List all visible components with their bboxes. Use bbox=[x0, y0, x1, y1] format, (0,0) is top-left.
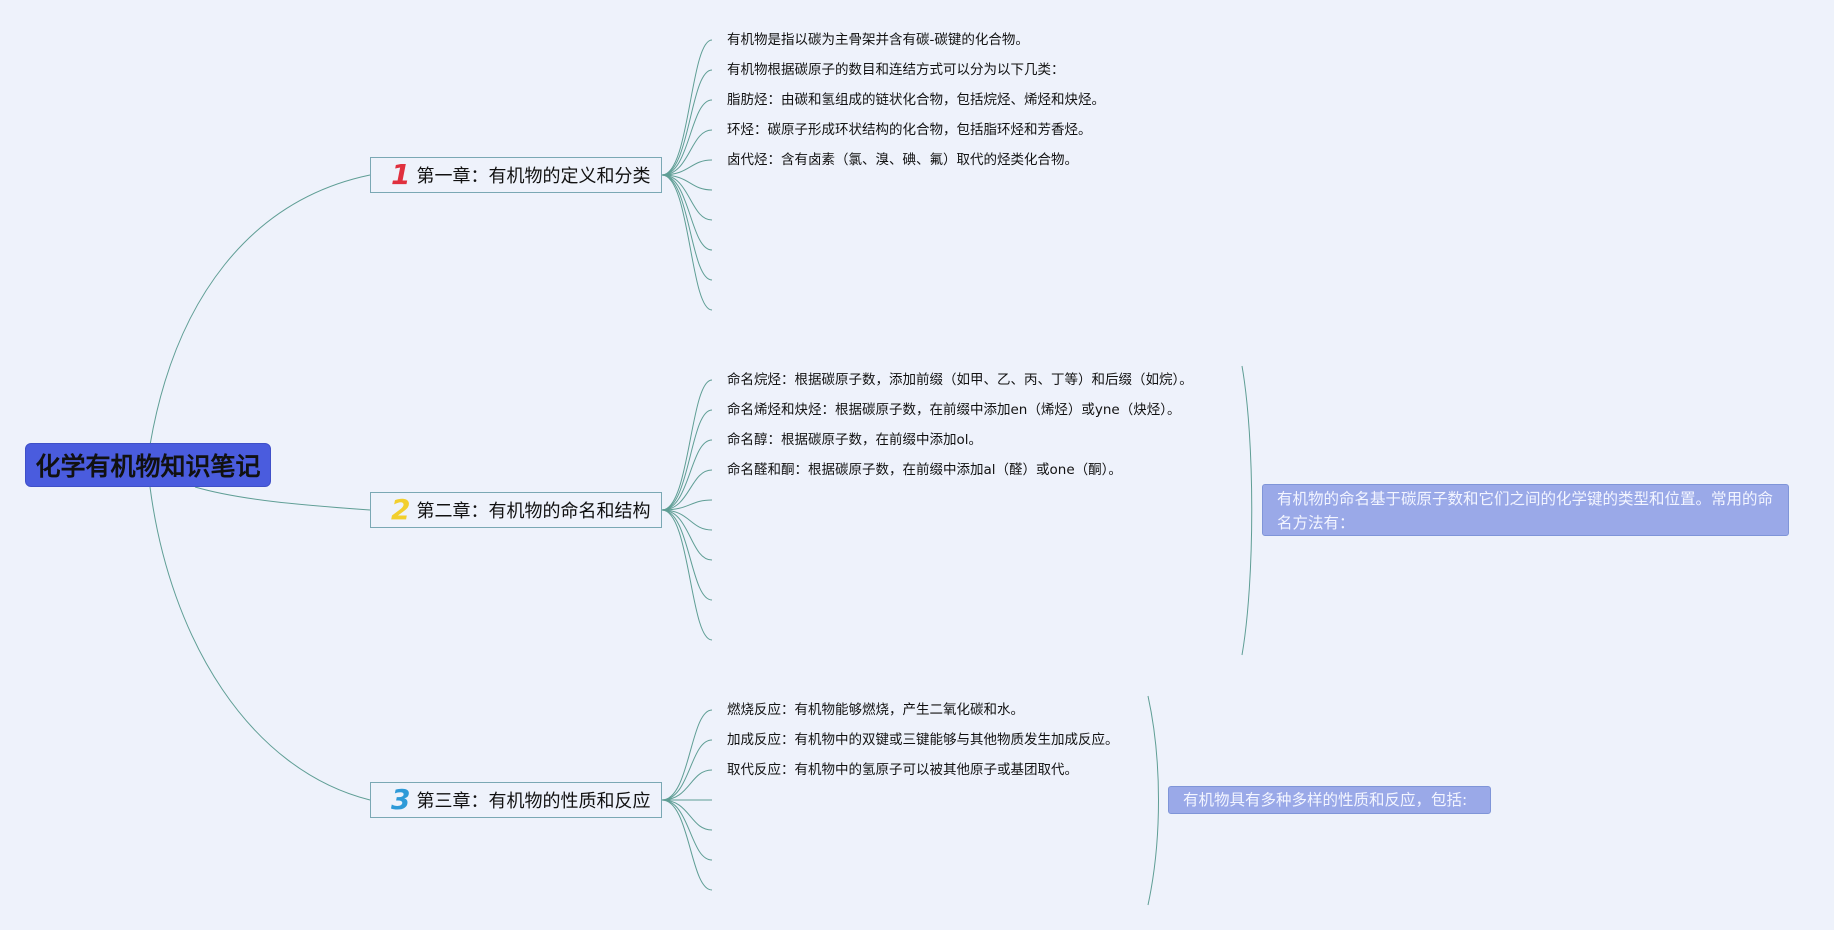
link-root-ch1 bbox=[149, 174, 371, 446]
summary-brace-ch3 bbox=[1147, 695, 1159, 906]
list-item[interactable]: 加成反应：有机物中的双键或三键能够与其他物质发生加成反应。 bbox=[727, 732, 1119, 748]
summary-text: 有机物的命名基于碳原子数和它们之间的化学键的类型和位置。常用的命名方法有： bbox=[1277, 490, 1774, 532]
link-root-ch2 bbox=[194, 486, 371, 511]
list-item[interactable]: 命名烯烃和炔烃：根据碳原子数，在前缀中添加en（烯烃）或yne（炔烃）。 bbox=[727, 402, 1181, 418]
summary-brace-ch2 bbox=[1241, 365, 1253, 656]
chapter-3-node[interactable]: 3 第三章：有机物的性质和反应 bbox=[370, 782, 662, 818]
list-item[interactable]: 命名烷烃：根据碳原子数，添加前缀（如甲、乙、丙、丁等）和后缀（如烷）。 bbox=[727, 372, 1193, 388]
list-item[interactable]: 有机物是指以碳为主骨架并含有碳-碳键的化合物。 bbox=[727, 32, 1029, 48]
chapter-title: 第三章：有机物的性质和反应 bbox=[416, 791, 651, 812]
root-title: 化学有机物知识笔记 bbox=[35, 452, 261, 481]
list-item[interactable]: 有机物根据碳原子的数目和连结方式可以分为以下几类： bbox=[727, 62, 1065, 78]
list-item[interactable]: 命名醇：根据碳原子数，在前缀中添加ol。 bbox=[727, 432, 983, 448]
summary-text: 有机物具有多种多样的性质和反应，包括: bbox=[1183, 791, 1468, 809]
link-root-ch3 bbox=[149, 486, 371, 801]
chapter-number: 1 bbox=[391, 158, 411, 191]
chapter-title: 第二章：有机物的命名和结构 bbox=[416, 501, 651, 522]
list-item[interactable]: 环烃：碳原子形成环状结构的化合物，包括脂环烃和芳香烃。 bbox=[727, 122, 1092, 138]
list-item[interactable]: 燃烧反应：有机物能够燃烧，产生二氧化碳和水。 bbox=[727, 702, 1024, 718]
links-ch3 bbox=[661, 709, 713, 891]
chapter-1-node[interactable]: 1 第一章：有机物的定义和分类 bbox=[370, 157, 662, 193]
chapter-number: 2 bbox=[391, 493, 411, 526]
list-item[interactable]: 卤代烃：含有卤素（氯、溴、碘、氟）取代的烃类化合物。 bbox=[727, 152, 1078, 168]
chapter-number: 3 bbox=[391, 783, 411, 816]
links-ch2 bbox=[661, 379, 713, 641]
summary-ch3[interactable]: 有机物具有多种多样的性质和反应，包括: bbox=[1168, 786, 1491, 814]
summary-ch2[interactable]: 有机物的命名基于碳原子数和它们之间的化学键的类型和位置。常用的命名方法有： bbox=[1262, 484, 1789, 536]
links-ch1 bbox=[661, 39, 713, 311]
chapter-title: 第一章：有机物的定义和分类 bbox=[416, 166, 651, 187]
list-item[interactable]: 命名醛和酮：根据碳原子数，在前缀中添加al（醛）或one（酮）。 bbox=[727, 462, 1122, 478]
list-item[interactable]: 脂肪烃：由碳和氢组成的链状化合物，包括烷烃、烯烃和炔烃。 bbox=[727, 92, 1105, 108]
root-topic[interactable]: 化学有机物知识笔记 bbox=[25, 443, 271, 487]
chapter-2-node[interactable]: 2 第二章：有机物的命名和结构 bbox=[370, 492, 662, 528]
list-item[interactable]: 取代反应：有机物中的氢原子可以被其他原子或基团取代。 bbox=[727, 762, 1078, 778]
